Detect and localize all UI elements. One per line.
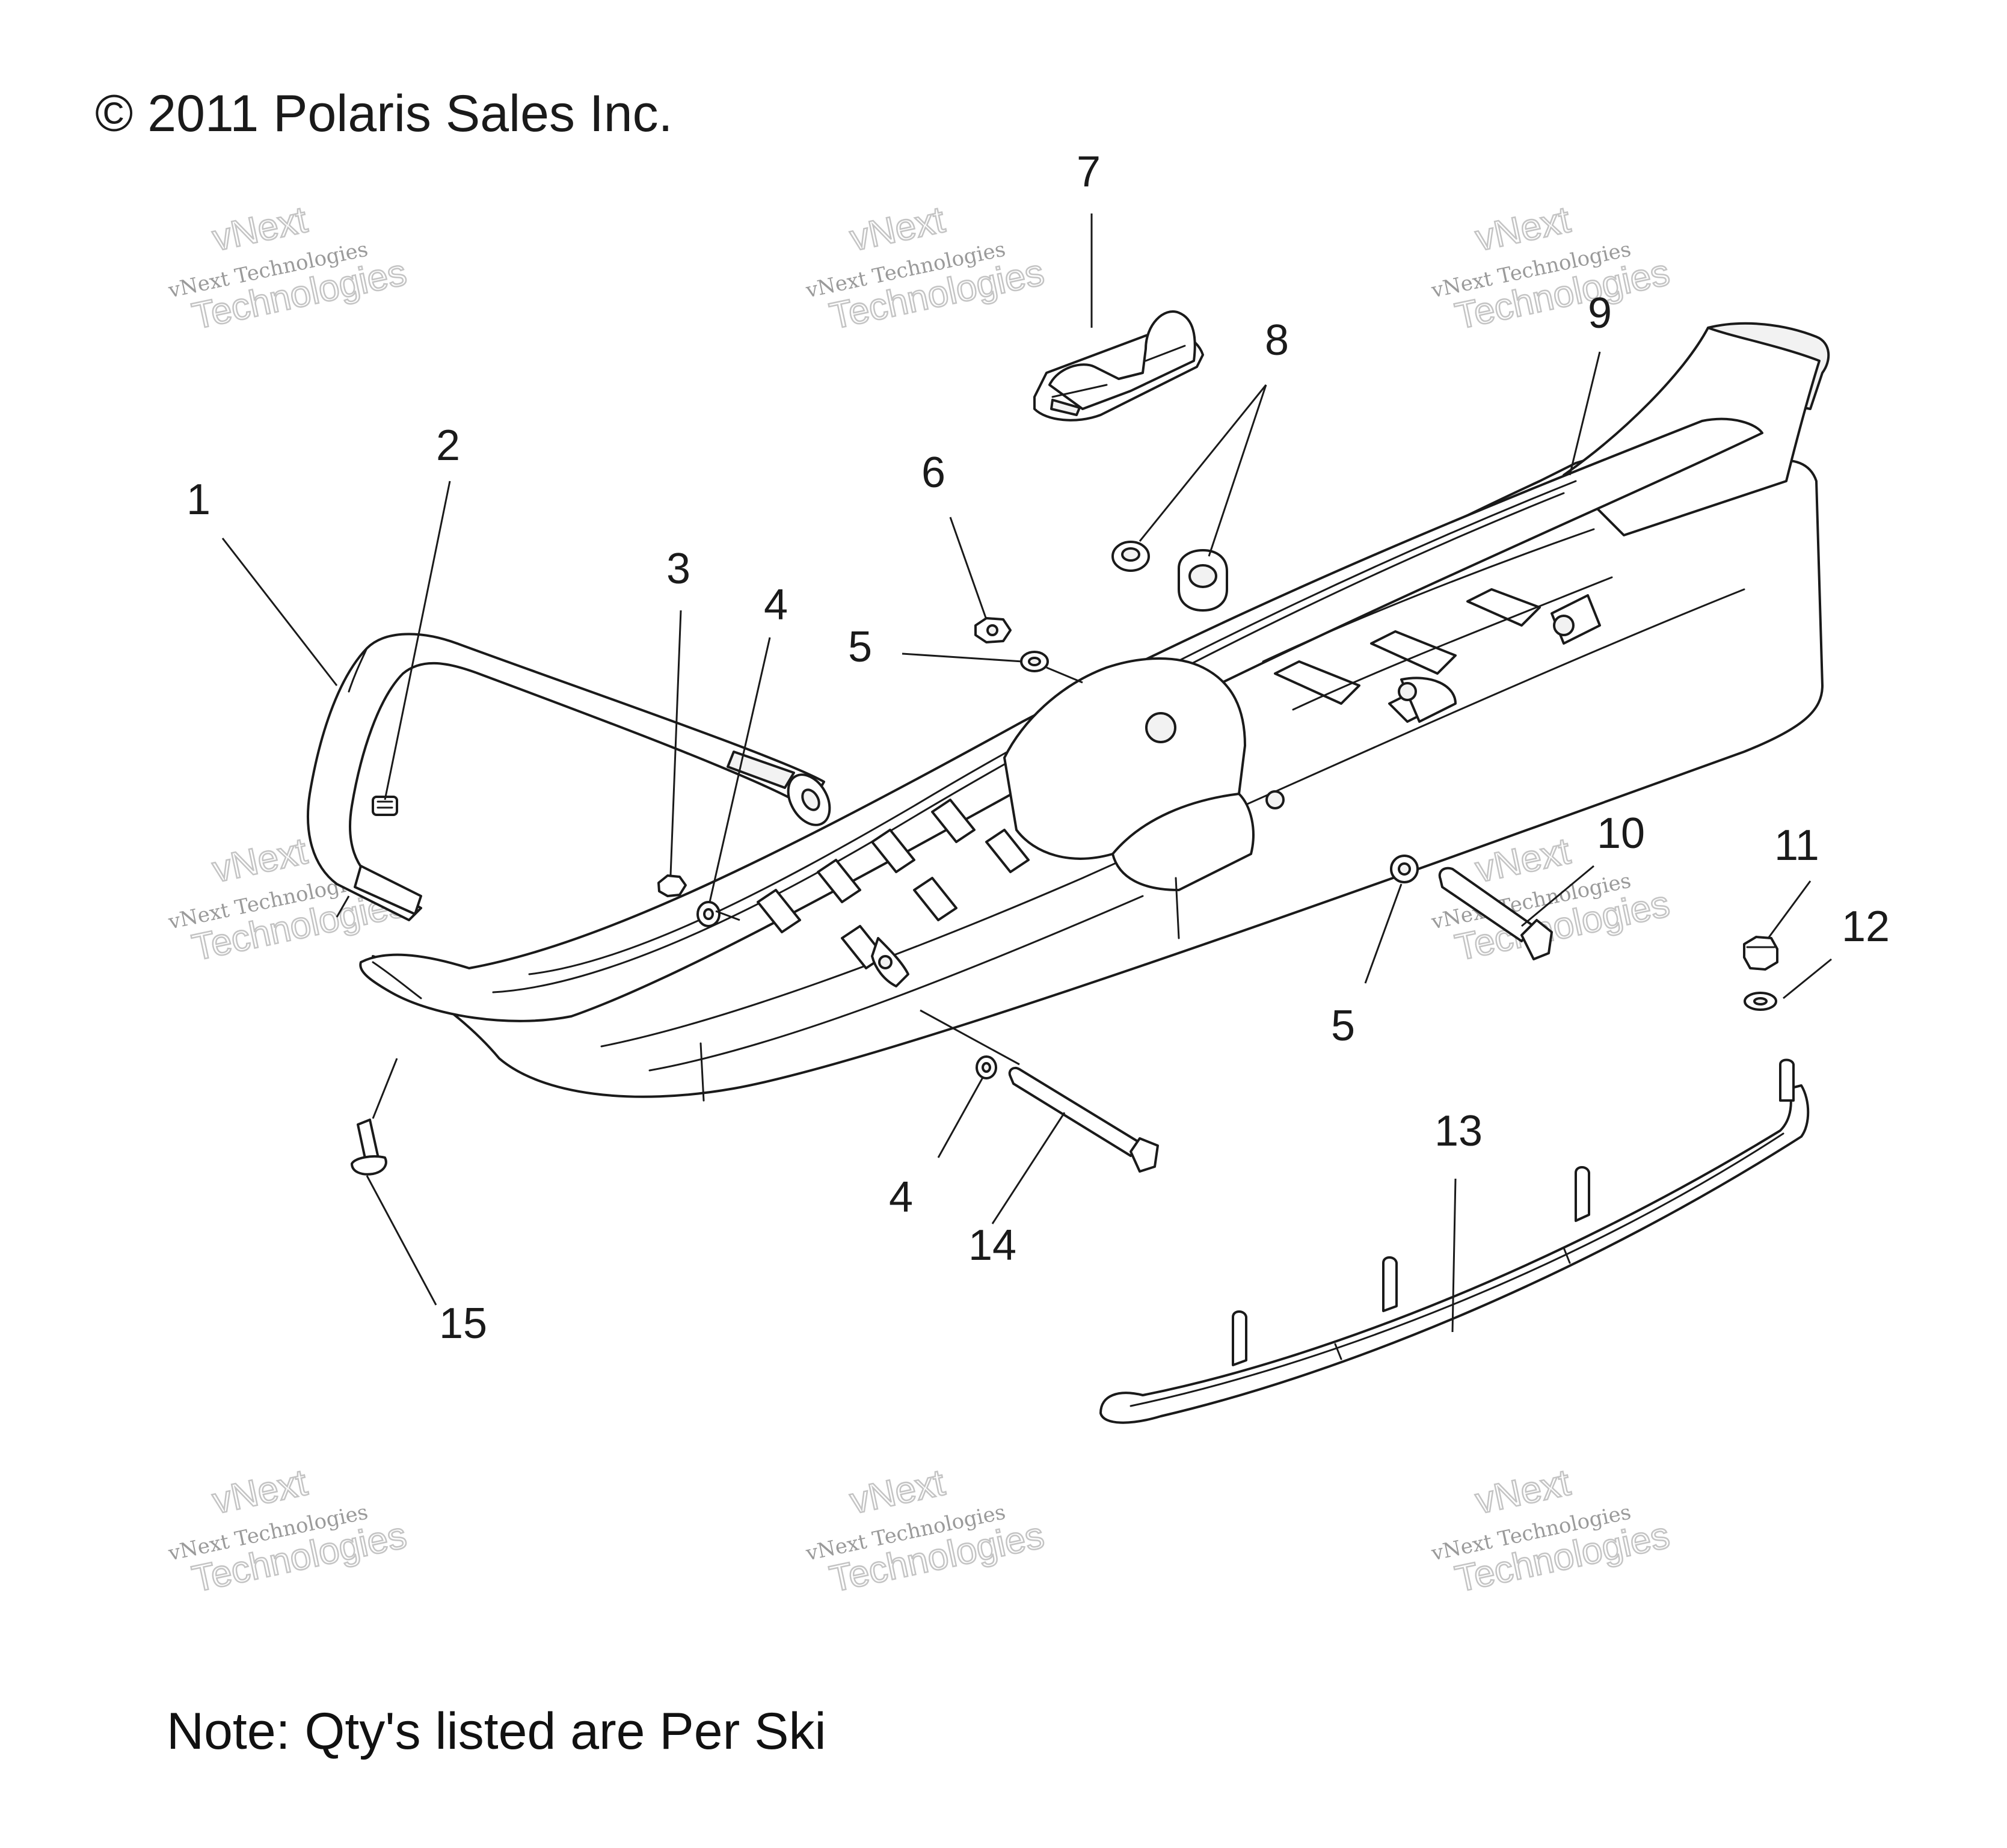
watermark-top-right: vNext vNext Technologies Technologies xyxy=(1429,198,1674,339)
watermark-text: vNext xyxy=(846,1462,948,1522)
callout-4-upper: 4 xyxy=(764,581,788,629)
callout-6: 6 xyxy=(921,449,945,497)
quantity-note: Note: Qty's listed are Per Ski xyxy=(167,1702,826,1760)
callout-3: 3 xyxy=(666,545,690,593)
callout-13: 13 xyxy=(1434,1107,1483,1155)
washer-upper xyxy=(1020,651,1049,672)
ski-body xyxy=(359,322,1830,1102)
watermark-top-center: vNext vNext Technologies Technologies xyxy=(804,198,1048,339)
watermark-bottom-left: vNext vNext Technologies Technologies xyxy=(166,1461,411,1601)
handle-clip xyxy=(372,796,398,816)
callout-5-lower: 5 xyxy=(1331,1002,1355,1050)
callout-14: 14 xyxy=(968,1221,1016,1269)
watermark-text: vNext xyxy=(846,199,948,259)
rivet-pin xyxy=(351,1119,387,1176)
callout-10: 10 xyxy=(1597,809,1645,858)
washer-lower xyxy=(1390,855,1419,883)
ski-loop-handle xyxy=(307,633,831,921)
washer-right xyxy=(1744,992,1777,1011)
callout-labels: 1 2 3 4 5 6 7 8 9 10 11 12 13 14 5 4 15 xyxy=(186,148,1890,1348)
watermark-text: vNext xyxy=(209,199,310,259)
nut-left xyxy=(657,874,687,897)
callout-5-upper: 5 xyxy=(848,623,872,671)
callout-8: 8 xyxy=(1265,316,1289,364)
washer-bushing-pair xyxy=(1111,541,1228,612)
callout-4-lower: 4 xyxy=(889,1173,913,1221)
callout-15: 15 xyxy=(439,1300,487,1348)
callout-11: 11 xyxy=(1774,821,1819,870)
callout-7: 7 xyxy=(1077,148,1101,196)
washer-left xyxy=(696,901,721,927)
bolt-short xyxy=(1008,1066,1159,1173)
bolt-long xyxy=(1438,867,1553,960)
watermark-bottom-right: vNext vNext Technologies Technologies xyxy=(1429,1461,1674,1601)
lock-nut xyxy=(1743,936,1778,971)
callout-9: 9 xyxy=(1588,289,1612,337)
washer-bottom xyxy=(976,1055,997,1079)
ski-saddle-pad xyxy=(1033,310,1204,422)
watermark-bottom-center: vNext vNext Technologies Technologies xyxy=(804,1461,1048,1601)
nut xyxy=(974,617,1012,643)
watermark-text: vNext xyxy=(1472,199,1573,259)
watermark-top-left: vNext vNext Technologies Technologies xyxy=(166,198,411,339)
callout-2: 2 xyxy=(436,422,460,470)
copyright-text: © 2011 Polaris Sales Inc. xyxy=(95,85,673,143)
callout-12: 12 xyxy=(1842,903,1890,951)
callout-1: 1 xyxy=(186,476,211,524)
watermark-text: vNext xyxy=(1472,1462,1573,1522)
watermark-text: vNext xyxy=(209,1462,310,1522)
wear-bar-carbide xyxy=(1099,1058,1810,1424)
watermark-text: vNext xyxy=(209,830,310,891)
leader-lines xyxy=(221,213,1832,1333)
